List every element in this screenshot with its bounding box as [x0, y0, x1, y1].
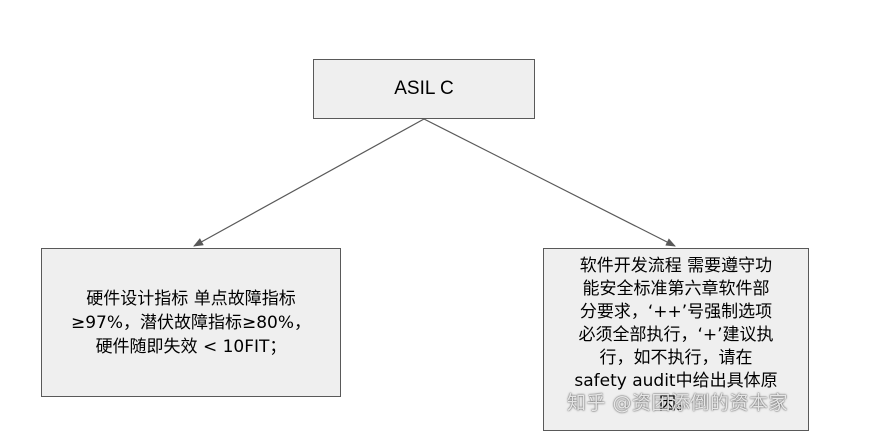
software-process-text: 软件开发流程 需要遵守功 能安全标准第六章软件部 分要求，‘++’号强制选项 必… — [574, 256, 778, 414]
hardware-requirements-text: 硬件设计指标 单点故障指标 ≥97%，潜伏故障指标≥80%， 硬件随即失效 < … — [70, 288, 312, 357]
edge-root-to-left — [193, 118, 425, 247]
software-process-node: 软件开发流程 需要遵守功 能安全标准第六章软件部 分要求，‘++’号强制选项 必… — [543, 248, 809, 431]
root-node-label: ASIL C — [394, 78, 454, 99]
edge-root-to-right — [423, 118, 676, 247]
hardware-requirements-node: 硬件设计指标 单点故障指标 ≥97%，潜伏故障指标≥80%， 硬件随即失效 < … — [41, 248, 341, 397]
watermark: 知乎 @资团添倒的资本家 — [567, 392, 789, 414]
root-node: ASIL C — [313, 59, 535, 119]
